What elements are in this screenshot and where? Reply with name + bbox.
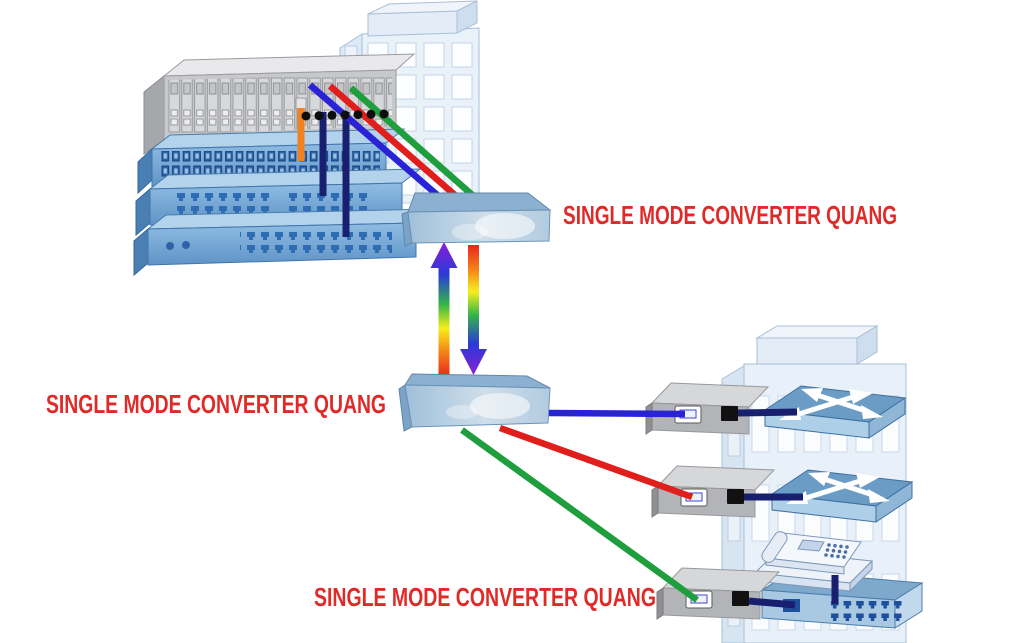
building-right-roof-top xyxy=(755,325,879,339)
fiber-port xyxy=(366,109,376,119)
fiber-red-uplink xyxy=(327,83,467,206)
fiber-port xyxy=(327,110,337,120)
copper-cable-sw1 xyxy=(737,408,798,417)
single-mode-converter-bottom xyxy=(398,373,551,432)
desk-phone xyxy=(753,531,874,593)
phone-body-front xyxy=(765,557,845,575)
left-site-cables xyxy=(295,82,481,237)
mc1-rj45-port xyxy=(721,406,738,421)
single-mode-converter-top xyxy=(401,192,552,247)
fiber-port xyxy=(379,109,389,119)
converter-top-shine xyxy=(452,224,488,240)
fiber-green-uplink xyxy=(348,85,481,203)
building-left-roof-front xyxy=(367,10,458,37)
converter-top-shine xyxy=(475,213,535,239)
switch-b-ports xyxy=(240,231,392,257)
phone-keypad xyxy=(824,543,849,559)
right-site-cables xyxy=(460,408,839,609)
converter-bottom-shine xyxy=(446,405,478,419)
hub-ports xyxy=(828,599,904,624)
phone-base-side xyxy=(849,559,873,593)
label-converter-middle: SINGLE MODE CONVERTER QUANG xyxy=(46,389,386,419)
fiber-port xyxy=(353,110,363,120)
switch-b-led xyxy=(182,241,190,249)
fiber-blue-drop xyxy=(548,409,686,418)
switch-a-side-face xyxy=(135,187,151,237)
switch-a-port-group-2 xyxy=(288,189,372,214)
switch-b-led xyxy=(166,242,174,250)
ethernet-switch-b xyxy=(133,208,436,277)
label-converter-bottom: SINGLE MODE CONVERTER QUANG xyxy=(314,582,656,612)
building-left-roof-side xyxy=(456,0,478,34)
mc2-rj45-port xyxy=(727,489,744,504)
copper-cable-hub xyxy=(748,597,796,609)
mc3-rj45-port xyxy=(732,591,749,606)
mc1-side-face xyxy=(645,402,653,435)
fiber-blue-uplink xyxy=(307,82,453,209)
fiber-port xyxy=(314,111,324,121)
fiber-port xyxy=(340,110,350,120)
converter-bottom-shine xyxy=(470,393,530,419)
fiber-green-drop xyxy=(460,427,699,603)
fiber-arrow-up xyxy=(430,242,458,377)
fiber-red-drop xyxy=(498,424,694,501)
media-converter-3 xyxy=(656,567,781,620)
converter-top-top-face xyxy=(407,192,552,213)
orange-cable-connector xyxy=(295,97,307,110)
fiber-port xyxy=(301,111,311,121)
label-converter-top: SINGLE MODE CONVERTER QUANG xyxy=(563,200,897,230)
patch-panel-side-face xyxy=(137,147,153,195)
switch-b-side-face xyxy=(133,227,149,277)
chassis-fiber-ports xyxy=(301,109,389,121)
fiber-arrow-down xyxy=(460,245,487,375)
phone-display xyxy=(797,539,825,552)
phone-handset xyxy=(761,531,788,563)
building-right-roof-side xyxy=(856,325,878,365)
building-right-roof-front xyxy=(756,337,858,365)
rainbow-fiber-arrows xyxy=(430,242,487,377)
mc3-side-face xyxy=(656,587,664,620)
mc2-side-face xyxy=(651,485,659,518)
